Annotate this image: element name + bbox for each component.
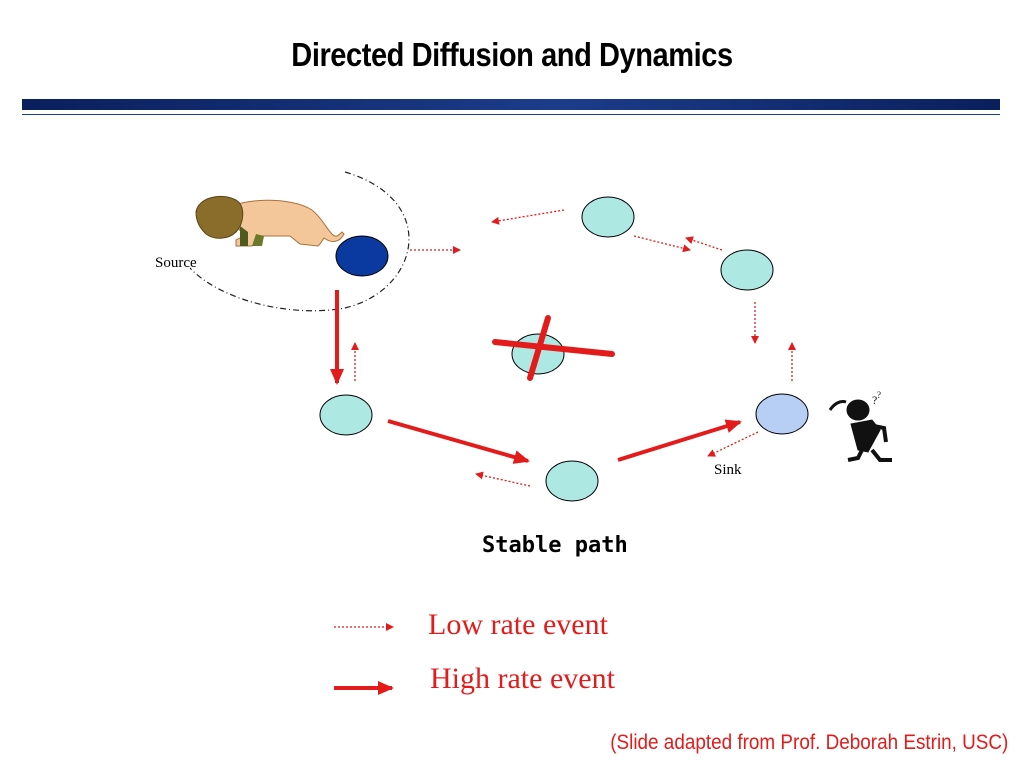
node-left bbox=[319, 394, 373, 436]
high-rate-arrows bbox=[330, 290, 742, 464]
node-top bbox=[581, 196, 635, 238]
svg-text:?: ? bbox=[872, 393, 877, 407]
sink-label: Sink bbox=[714, 462, 742, 478]
confused-person-icon: ? ? bbox=[828, 390, 892, 462]
red-cross-icon bbox=[492, 315, 615, 381]
node-source bbox=[335, 235, 389, 277]
stable-path-caption: Stable path bbox=[482, 533, 628, 558]
low-rate-arrows bbox=[351, 209, 796, 487]
title-rule bbox=[22, 114, 1000, 115]
source-range-arc bbox=[189, 171, 410, 312]
lion-icon bbox=[195, 196, 345, 247]
node-right bbox=[720, 249, 774, 291]
low-arrow-top-left bbox=[491, 209, 565, 225]
low-arrow-bottom-left bbox=[475, 471, 531, 487]
high-arrow-left-bottom bbox=[387, 419, 530, 464]
node-sink bbox=[755, 393, 809, 435]
low-arrow-sink-down bbox=[707, 431, 759, 457]
svg-text:?: ? bbox=[877, 390, 881, 400]
legend-high-rate-label: High rate event bbox=[430, 662, 615, 695]
title-bar bbox=[22, 99, 1000, 110]
slide-credit: (Slide adapted from Prof. Deborah Estrin… bbox=[609, 731, 1008, 754]
node-bottom bbox=[545, 460, 599, 502]
low-arrow-top-right bbox=[633, 235, 691, 253]
legend-low-rate-label: Low rate event bbox=[428, 608, 608, 641]
source-label: Source bbox=[155, 255, 197, 271]
high-arrow-bottom-sink bbox=[617, 419, 742, 462]
slide-title: Directed Diffusion and Dynamics bbox=[291, 36, 733, 73]
low-arrow-right-back bbox=[685, 236, 723, 251]
